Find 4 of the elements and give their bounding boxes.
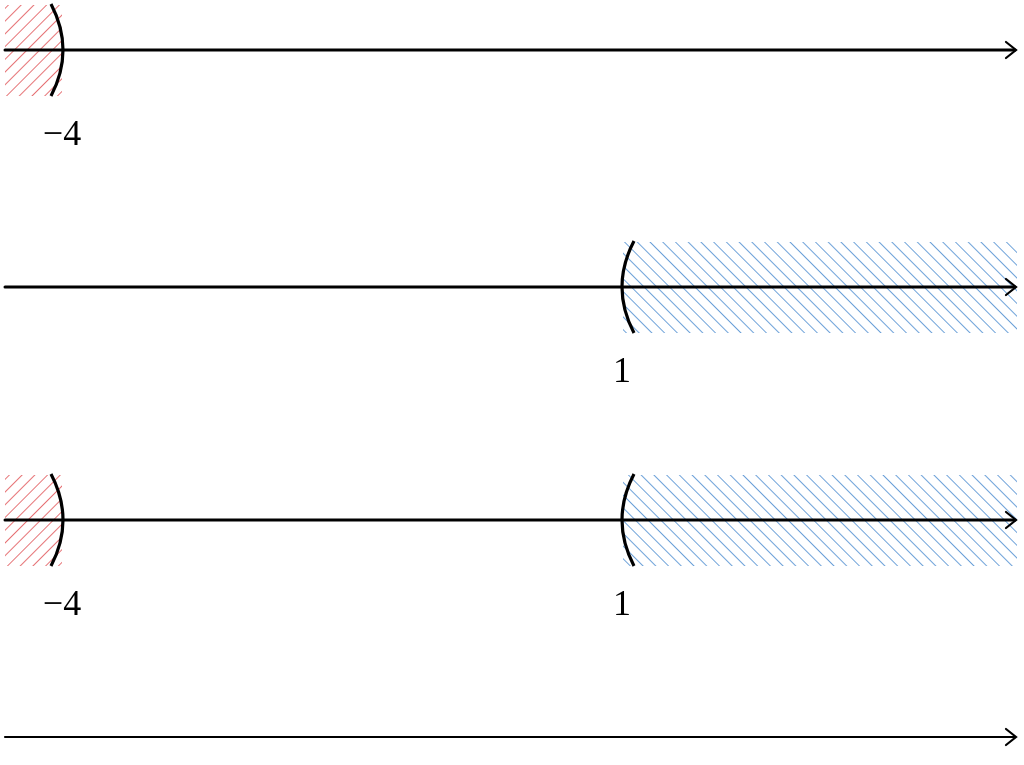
tick-label: −4 [42, 585, 82, 621]
tick-label: −4 [42, 115, 82, 151]
tick-label: 1 [613, 352, 631, 388]
tick-label: 1 [613, 585, 631, 621]
